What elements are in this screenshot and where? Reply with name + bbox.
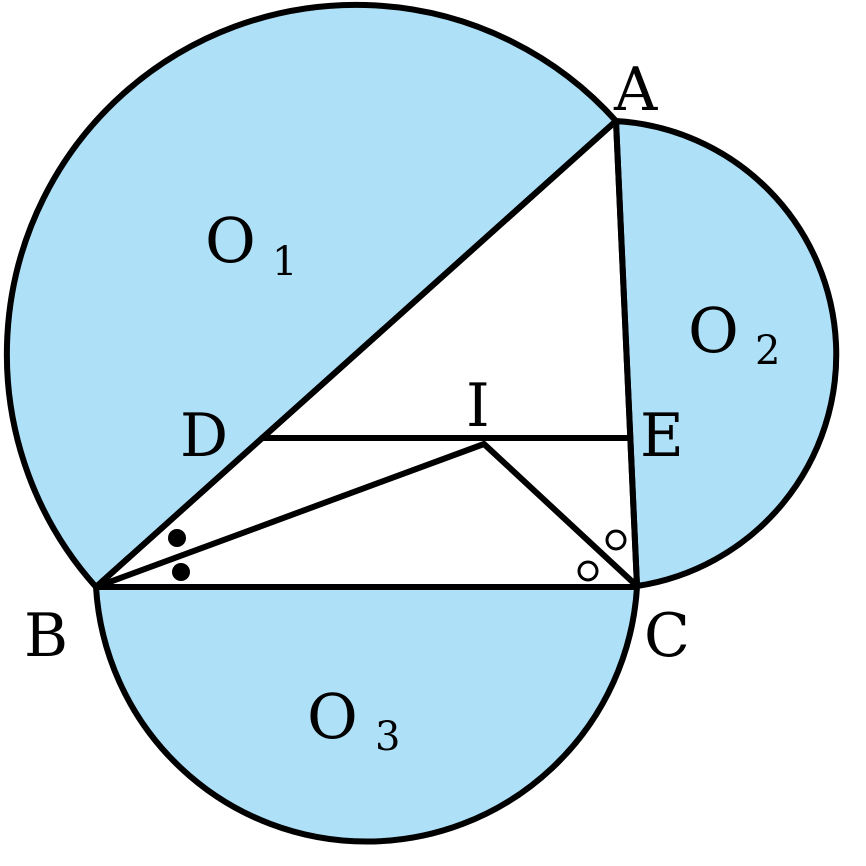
angle-dot-upper [168, 529, 186, 547]
segment-ac [613, 118, 640, 589]
label-o1: O 1 [205, 204, 297, 285]
label-c: C [644, 601, 690, 671]
angle-ring-upper [605, 529, 627, 551]
label-b: B [24, 601, 68, 671]
angle-ring-lower [577, 560, 599, 582]
circle-o2-region [613, 118, 840, 589]
angle-dot-lower [172, 563, 190, 581]
label-d: D [180, 401, 228, 471]
label-o2-sub: 2 [755, 328, 780, 374]
label-a: A [613, 55, 658, 125]
angle-mark-c [577, 529, 627, 582]
label-i: I [466, 371, 490, 441]
segment-ic [481, 441, 640, 589]
segment-bi [93, 441, 487, 590]
label-o2: O 2 [688, 294, 780, 374]
angle-mark-b [168, 529, 190, 581]
label-o1-sub: 1 [272, 239, 297, 285]
label-e: E [640, 401, 684, 471]
label-o3: O 3 [307, 680, 400, 760]
label-o2-main: O [688, 294, 739, 367]
label-o3-sub: 3 [375, 714, 400, 760]
circle-o3-region [93, 584, 640, 845]
label-o1-main: O [205, 204, 256, 277]
label-o3-main: O [307, 680, 358, 753]
segment-ab [93, 118, 619, 590]
circle-o1-region [3, 1, 619, 590]
